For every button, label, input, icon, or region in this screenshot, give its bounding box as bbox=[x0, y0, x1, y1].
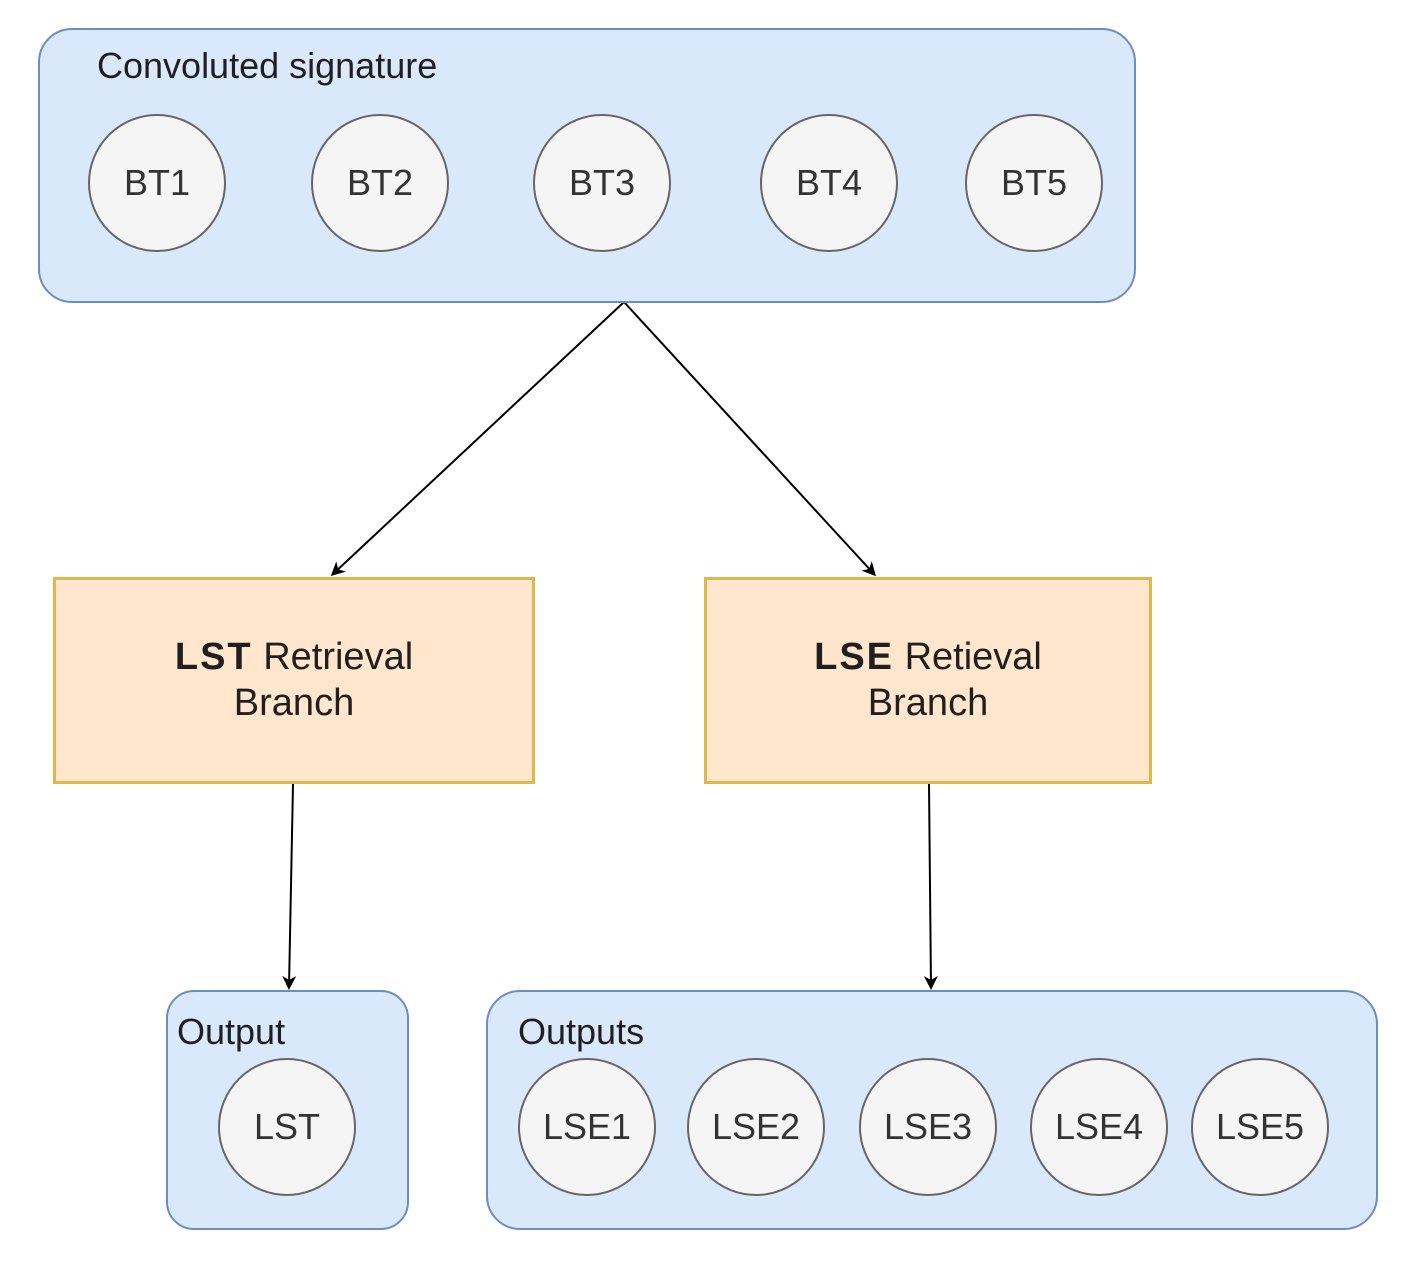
edge-lse-branch-to-outputs bbox=[923, 783, 938, 990]
branch-line-1-rest: Retieval bbox=[894, 635, 1042, 678]
node-lse3: LSE3 bbox=[859, 1058, 997, 1196]
branch-acronym: LSE bbox=[814, 635, 895, 678]
node-lse4: LSE4 bbox=[1030, 1058, 1168, 1196]
edge-signature-to-lst-branch bbox=[330, 301, 625, 577]
branch-line-1: LSE Retieval bbox=[814, 635, 1042, 681]
branch-line-1: LST Retrieval bbox=[175, 635, 413, 681]
group-label: Output bbox=[177, 1011, 286, 1052]
edge-lst-branch-to-output bbox=[282, 783, 297, 990]
branch-line-2: Branch bbox=[867, 681, 989, 724]
node-lse2: LSE2 bbox=[687, 1058, 825, 1196]
node-bt2: BT2 bbox=[311, 114, 449, 252]
node-bt1: BT1 bbox=[88, 114, 226, 252]
branch-acronym: LST bbox=[174, 635, 253, 678]
node-lst: LST bbox=[218, 1058, 356, 1196]
node-bt5: BT5 bbox=[965, 114, 1103, 252]
node-bt3: BT3 bbox=[533, 114, 671, 252]
node-lse5: LSE5 bbox=[1191, 1058, 1329, 1196]
branch-line-2: Branch bbox=[233, 681, 355, 724]
lst-retrieval-branch: LST Retrieval Branch bbox=[53, 577, 535, 784]
node-lse1: LSE1 bbox=[518, 1058, 656, 1196]
node-bt4: BT4 bbox=[760, 114, 898, 252]
branch-line-1-rest: Retrieval bbox=[252, 635, 414, 678]
edge-signature-to-lse-branch bbox=[623, 301, 877, 577]
group-label: Convoluted signature bbox=[97, 45, 438, 86]
lse-retrieval-branch: LSE Retieval Branch bbox=[704, 577, 1152, 784]
group-label: Outputs bbox=[518, 1011, 645, 1052]
